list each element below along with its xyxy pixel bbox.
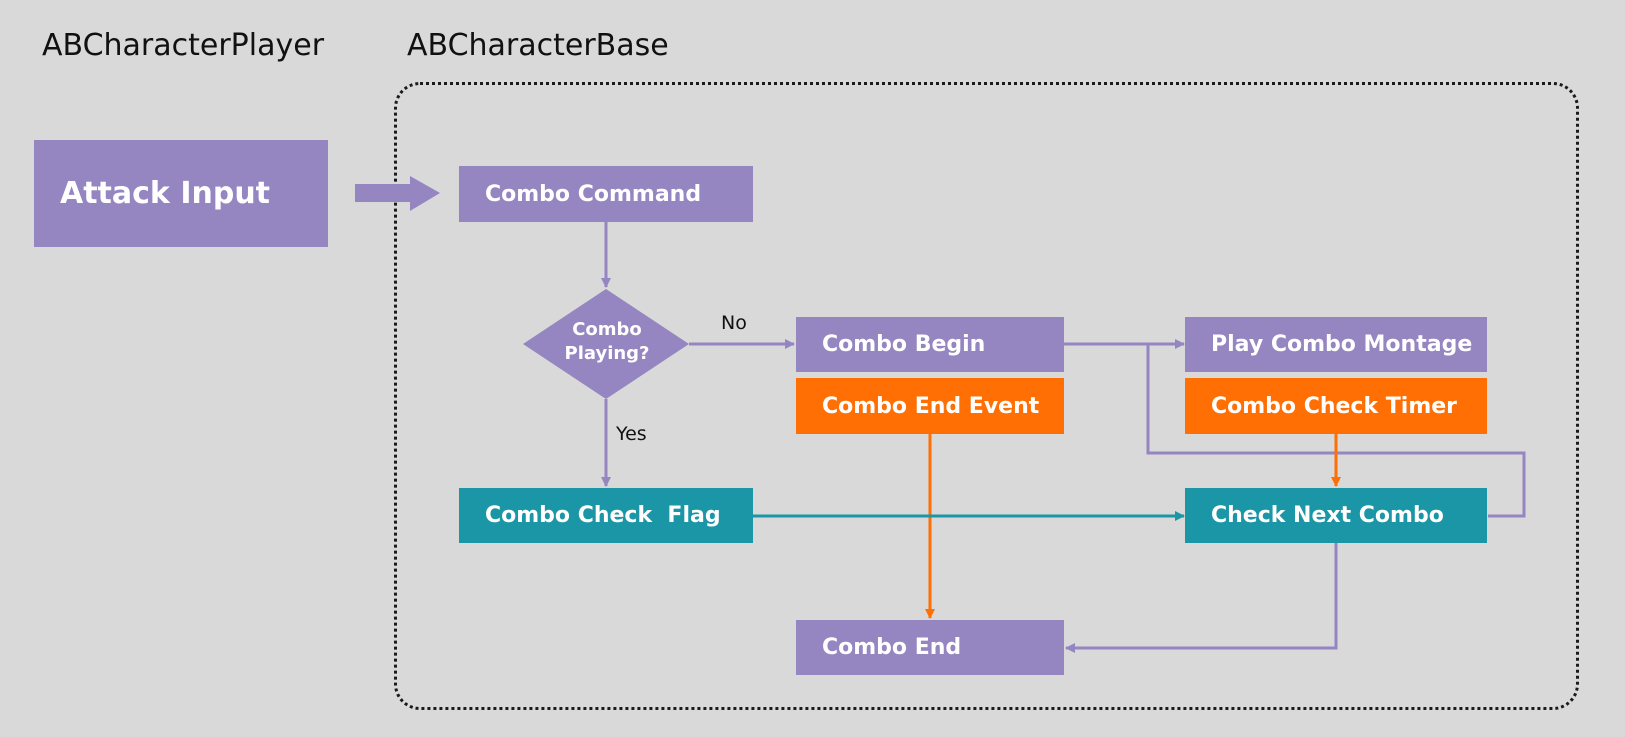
combo-command-node: Combo Command: [459, 166, 753, 222]
attack-to-command-arrow: [355, 176, 440, 211]
combo-playing-decision: [523, 289, 689, 399]
combo-end-event-node: Combo End Event: [796, 378, 1064, 434]
title-abcharacterbase: ABCharacterBase: [407, 28, 669, 63]
combo-check-flag-node: Combo Check Flag: [459, 488, 753, 543]
title-abcharacterplayer: ABCharacterPlayer: [42, 28, 325, 63]
play-combo-montage-node: Play Combo Montage: [1185, 317, 1487, 372]
combo-playing-label-line1: Combo: [572, 319, 642, 340]
edge-label-no: No: [721, 312, 747, 334]
next-combo-loop-line: [1146, 344, 1526, 518]
edge-label-yes: Yes: [616, 423, 647, 445]
combo-playing-label-line2: Playing?: [564, 343, 650, 364]
combo-playing-label: Combo Playing?: [528, 318, 686, 366]
attack-input-node: Attack Input: [34, 140, 328, 247]
check-next-combo-node: Check Next Combo: [1185, 488, 1487, 543]
next-combo-to-end-line: [1065, 543, 1338, 653]
combo-begin-node: Combo Begin: [796, 317, 1064, 372]
combo-end-node: Combo End: [796, 620, 1064, 675]
combo-check-timer-node: Combo Check Timer: [1185, 378, 1487, 434]
abcharacterbase-boundary: [394, 82, 1579, 710]
